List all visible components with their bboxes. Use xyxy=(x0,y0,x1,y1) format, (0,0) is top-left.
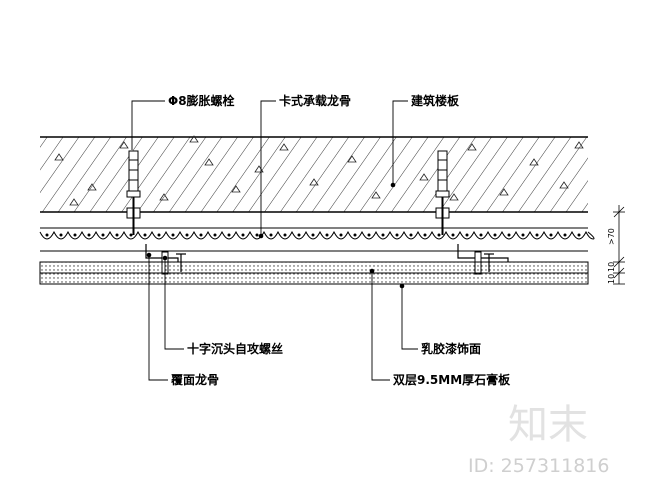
slab-aggregate xyxy=(204,158,214,166)
keel-hole xyxy=(59,233,63,237)
leader-screw xyxy=(162,255,184,350)
keel-hole xyxy=(423,233,427,237)
label-gypsum: 双层9.5MM厚石膏板 xyxy=(393,372,511,387)
keel-hole xyxy=(325,233,329,237)
slab-aggregate xyxy=(54,135,584,206)
keel-hole xyxy=(255,233,259,237)
slab-aggregate xyxy=(347,155,357,163)
keel-hole xyxy=(241,233,245,237)
dimension-line: >70 10 10 xyxy=(607,205,625,285)
dim-board-a: 10 xyxy=(607,262,616,272)
label-carrier-keel: 卡式承载龙骨 xyxy=(279,93,351,108)
slab-aggregate xyxy=(309,178,319,186)
slab-aggregate xyxy=(159,193,169,201)
leader-cover-keel xyxy=(146,252,168,381)
concrete-slab xyxy=(40,135,588,213)
keel-hole xyxy=(451,233,455,237)
keel-hole xyxy=(535,233,539,237)
slab-aggregate xyxy=(189,135,199,143)
leader-carrier-keel xyxy=(258,100,276,239)
keel-hole xyxy=(437,233,441,237)
label-bolt: Φ8膨胀螺栓 xyxy=(168,93,235,108)
keel-hole xyxy=(269,233,273,237)
keel-hole xyxy=(143,233,147,237)
slab-aggregate xyxy=(529,158,539,166)
slab-aggregate xyxy=(499,188,509,196)
keel-hole xyxy=(409,233,413,237)
keel-hole xyxy=(297,233,301,237)
slab-aggregate xyxy=(54,153,64,161)
leader-bolt xyxy=(131,100,165,150)
expansion-bolt-right xyxy=(435,150,450,235)
keel-hole xyxy=(199,233,203,237)
keel-hole xyxy=(213,233,217,237)
carrier-keel-band xyxy=(39,227,595,252)
dim-gap: >70 xyxy=(607,228,616,245)
keel-hole xyxy=(353,233,357,237)
slab-aggregate xyxy=(69,198,79,206)
slab-aggregate xyxy=(467,143,477,151)
keel-hole xyxy=(129,233,133,237)
label-latex-paint: 乳胶漆饰面 xyxy=(421,341,481,356)
label-slab: 建筑楼板 xyxy=(410,93,460,108)
keel-hole xyxy=(507,233,511,237)
label-screw: 十字沉头自攻螺丝 xyxy=(187,341,283,356)
keel-hole xyxy=(87,233,91,237)
label-cover-keel: 覆面龙骨 xyxy=(170,372,219,387)
keel-hole xyxy=(227,233,231,237)
watermark-id: ID: 257311816 xyxy=(468,455,609,477)
keel-hole xyxy=(115,233,119,237)
keel-hole xyxy=(493,233,497,237)
keel-hole xyxy=(465,233,469,237)
keel-hole xyxy=(283,233,287,237)
slab-aggregate xyxy=(419,173,429,181)
keel-hole xyxy=(339,233,343,237)
keel-hole xyxy=(549,233,553,237)
leader-latex-paint xyxy=(399,283,418,350)
dim-board-b: 10 xyxy=(607,274,616,284)
slab-aggregate xyxy=(119,141,129,149)
leader-gypsum xyxy=(369,268,390,381)
slab-aggregate xyxy=(87,183,97,191)
keel-hole xyxy=(101,233,105,237)
slab-aggregate xyxy=(279,143,289,151)
keel-hole xyxy=(563,233,567,237)
leader-slab xyxy=(390,100,408,188)
slab-aggregate xyxy=(449,193,459,201)
keel-hole xyxy=(479,233,483,237)
keel-hole xyxy=(311,233,315,237)
keel-hole xyxy=(577,233,581,237)
watermark-brand: 知末 xyxy=(508,402,588,448)
keel-hole xyxy=(45,233,49,237)
keel-hole xyxy=(157,233,161,237)
keel-hole xyxy=(367,233,371,237)
keel-hole xyxy=(381,233,385,237)
gypsum-board-layers xyxy=(39,261,589,285)
keel-hole xyxy=(185,233,189,237)
keel-hole xyxy=(73,233,77,237)
slab-aggregate xyxy=(371,191,381,199)
keel-hole xyxy=(521,233,525,237)
slab-aggregate xyxy=(559,181,569,189)
keel-hole xyxy=(171,233,175,237)
keel-hole xyxy=(395,233,399,237)
slab-aggregate xyxy=(231,185,241,193)
slab-aggregate xyxy=(574,141,584,149)
expansion-bolt-left xyxy=(126,150,141,235)
